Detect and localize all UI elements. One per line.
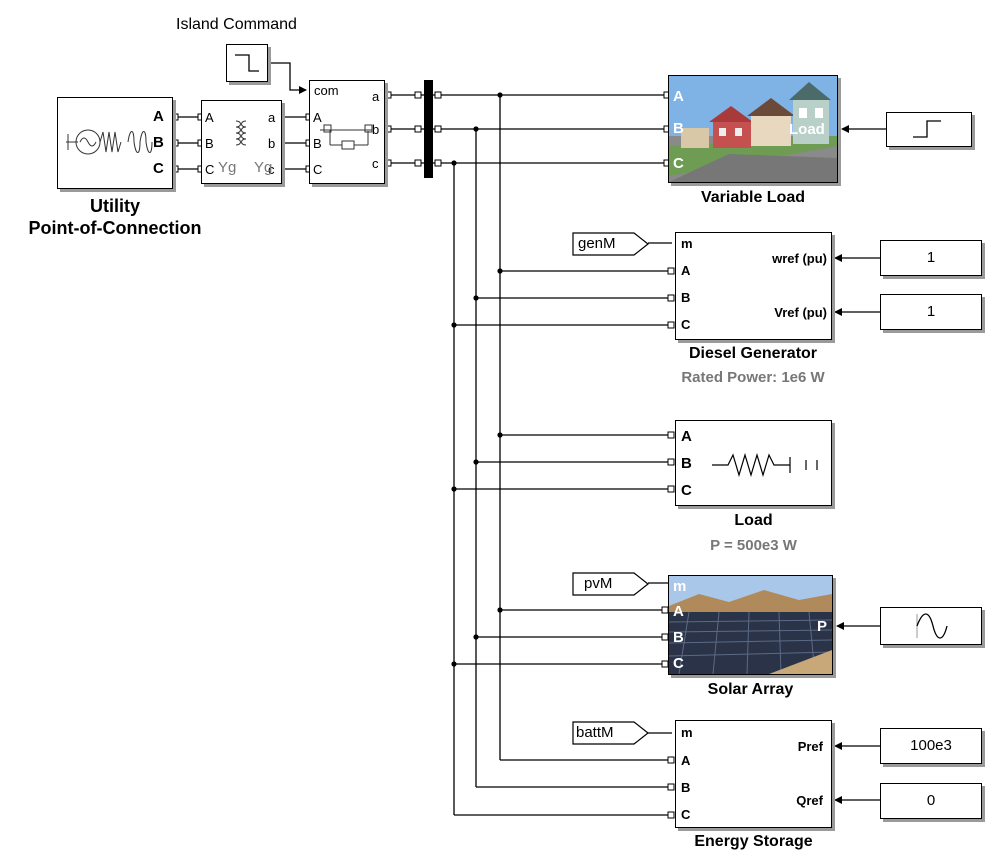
island-command-step-block[interactable] [226,44,268,82]
storage-pref-port: Pref [797,739,823,754]
utility-source-block[interactable] [57,97,173,189]
utility-title-line2: Point-of-Connection [28,218,202,238]
transformer-out-c: c [268,162,275,177]
qref-constant[interactable]: 0 [880,783,982,819]
island-command-label: Island Command [176,16,297,33]
storage-port-c: C [681,807,691,822]
variable-load-port-a: A [673,88,684,105]
diesel-generator-title: Diesel Generator [688,345,818,362]
pref-constant[interactable]: 100e3 [880,728,982,764]
transformer-out-a: a [268,110,276,125]
breaker-block[interactable]: com A B C a b c [309,80,385,184]
variable-load-port-c: C [673,155,684,172]
diesel-vref-port: Vref (pu) [774,305,827,320]
goto-tag-shape [572,721,649,745]
transformer-coil-icon [235,120,247,146]
storage-port-a: A [681,753,691,768]
variable-load-load-port: Load [789,121,825,138]
utility-port-a: A [153,108,164,125]
solar-panels-image [669,576,832,674]
transformer-winding2: Yg [254,159,273,176]
storage-qref-port: Qref [796,793,823,808]
transformer-in-b: B [205,136,214,151]
breaker-out-a: a [372,89,380,104]
breaker-out-b: b [372,122,380,137]
solar-p-port: P [817,618,828,635]
breaker-switch-icon [320,124,373,150]
storage-port-m: m [681,725,693,740]
diesel-generator-subtitle: Rated Power: 1e6 W [681,369,825,386]
solar-port-m: m [673,578,687,595]
bus-bar [424,80,433,178]
diesel-port-b: B [681,290,691,305]
load-subtitle: P = 500e3 W [710,537,797,554]
diesel-generator-block[interactable]: m A B C wref (pu) Vref (pu) [675,232,832,340]
energy-storage-block[interactable]: m A B C Pref Qref [675,720,832,828]
transformer-in-a: A [205,110,214,125]
transformer-winding1: Yg [218,159,237,176]
solar-port-b: B [673,629,684,646]
utility-title: Utility Point-of-Connection [0,195,230,239]
load-port-a: A [681,428,692,445]
connection-lines [178,62,886,816]
solar-port-a: A [673,603,684,620]
port-markers [171,91,675,819]
goto-tag-shape [572,232,649,256]
solar-array-block[interactable]: m A B C P [668,575,833,675]
breaker-com-port: com [314,83,339,98]
diesel-port-a: A [681,263,691,278]
variable-load-block[interactable]: A B C Load [668,75,838,183]
transformer-block[interactable]: A B C a b c Yg Yg [201,100,282,184]
wref-constant[interactable]: 1 [880,240,982,276]
goto-tag-shape [572,572,649,596]
diesel-port-m: m [681,236,693,251]
ac-source-waveform-icon [66,129,153,155]
solar-array-title: Solar Array [707,681,794,698]
energy-storage-title: Energy Storage [694,833,813,850]
breaker-in-a: A [313,110,322,125]
sine-wave-icon [916,613,948,639]
utility-port-c: C [153,160,164,177]
transformer-in-c: C [205,162,215,177]
diesel-wref-port: wref (pu) [772,251,827,266]
gen-goto-tag-label: genM [578,235,616,252]
load-block[interactable]: A B C [675,420,832,506]
utility-port-b: B [153,134,164,151]
step-icon [913,120,941,138]
storage-port-b: B [681,780,691,795]
utility-title-line1: Utility [89,196,140,216]
load-port-c: C [681,482,692,499]
pv-goto-tag-label: pvM [584,575,613,592]
step-icon [235,54,259,72]
resistor-icon [712,452,818,478]
vref-constant[interactable]: 1 [880,294,982,330]
batt-goto-tag-label: battM [576,724,614,741]
breaker-in-c: C [313,162,323,177]
junction-dots [451,92,503,667]
load-title: Load [734,512,773,529]
variable-load-title: Variable Load [700,189,806,206]
solar-port-c: C [673,655,684,672]
transformer-out-b: b [268,136,276,151]
load-step-block[interactable] [886,112,972,147]
variable-load-port-b: B [673,120,684,137]
diesel-port-c: C [681,317,691,332]
houses-image [669,76,837,182]
breaker-in-b: B [313,136,322,151]
irradiance-sine-block[interactable] [880,607,982,645]
breaker-out-c: c [372,156,379,171]
load-port-b: B [681,455,692,472]
